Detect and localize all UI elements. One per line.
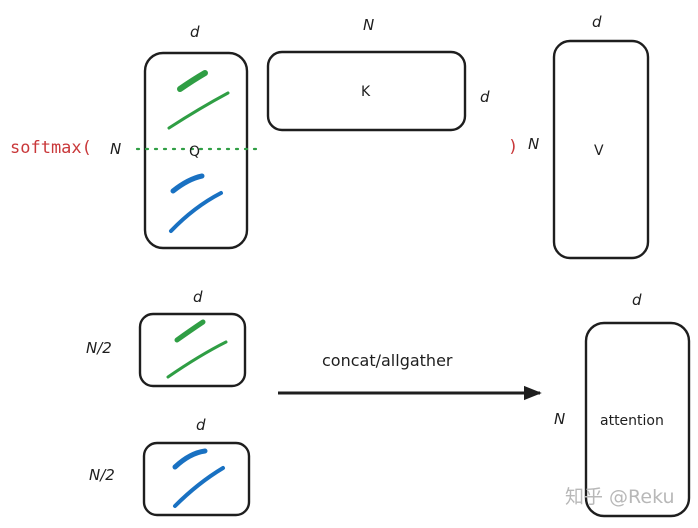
v-matrix-label: V <box>594 143 604 159</box>
attention-height-label: N <box>554 410 565 428</box>
blue-stroke-2 <box>169 191 223 233</box>
blue-stroke-1 <box>170 173 205 194</box>
k-width-label: N <box>363 16 374 34</box>
k-matrix <box>266 50 467 132</box>
q-part1-height-label: N/2 <box>86 339 112 357</box>
q-part2-blue-stroke-2 <box>173 466 225 508</box>
q-width-label: d <box>190 23 200 41</box>
q-part2-matrix <box>142 441 251 517</box>
attention-matrix-label: attention <box>600 413 664 429</box>
k-height-label: d <box>480 88 490 106</box>
q-height-label: N <box>110 140 121 158</box>
softmax-close-label: ) <box>508 137 518 157</box>
attention-matrix <box>584 321 691 518</box>
q-part2-blue-stroke-1 <box>172 448 208 470</box>
green-stroke-thick <box>177 70 208 92</box>
k-matrix-label: K <box>361 84 371 100</box>
q-matrix-label: Q <box>189 144 200 160</box>
v-width-label: d <box>592 13 602 31</box>
green-stroke-thin <box>167 91 230 130</box>
q-part1-green-stroke-thin <box>166 340 228 379</box>
attention-width-label: d <box>632 291 642 309</box>
q-matrix <box>143 51 249 250</box>
softmax-open-label: softmax( <box>10 138 92 158</box>
q-part1-matrix <box>138 312 247 388</box>
q-part2-width-label: d <box>196 416 206 434</box>
arrow-label: concat/allgather <box>322 351 453 370</box>
q-part1-green-stroke-thick <box>174 319 206 343</box>
v-height-label: N <box>528 135 539 153</box>
watermark: 知乎 @Reku <box>565 486 675 508</box>
v-matrix <box>552 39 650 260</box>
q-part2-height-label: N/2 <box>89 466 115 484</box>
q-part1-width-label: d <box>193 288 203 306</box>
